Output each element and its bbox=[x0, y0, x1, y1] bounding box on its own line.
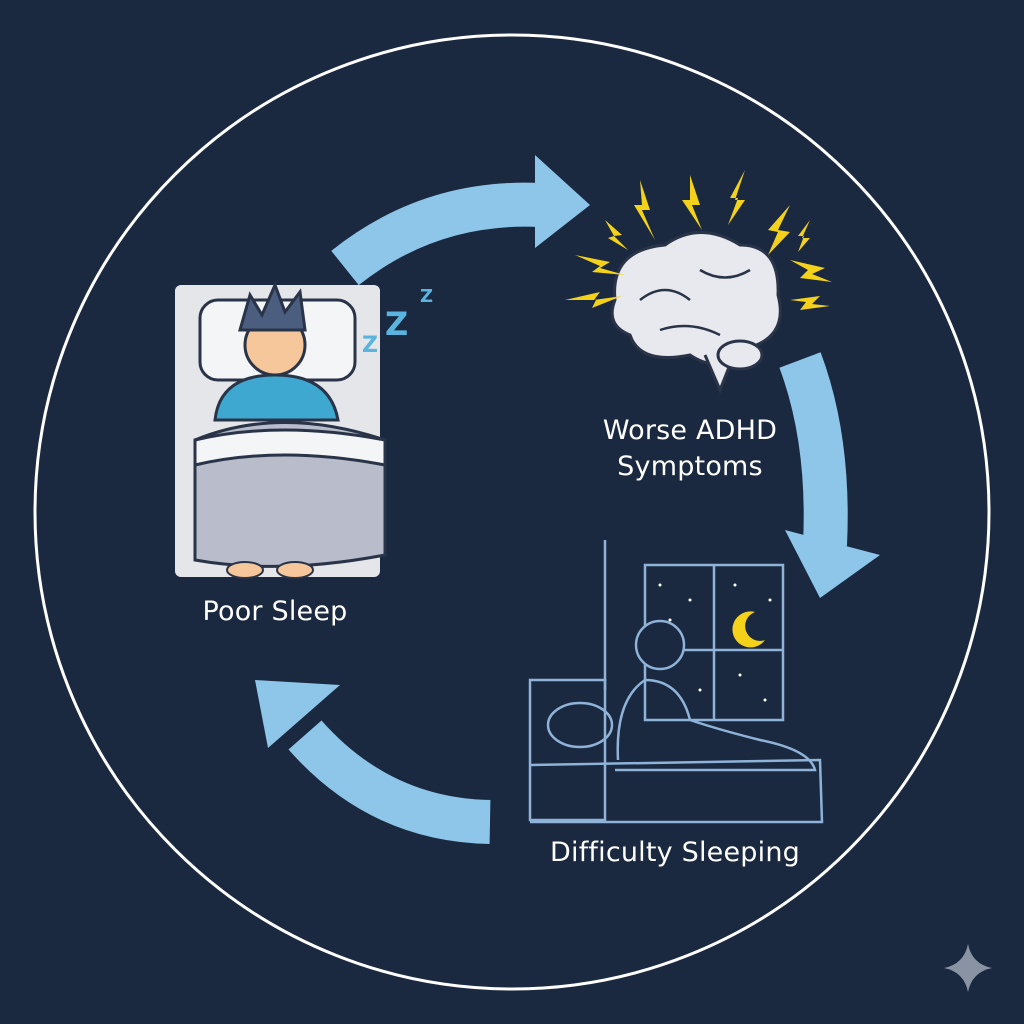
stars bbox=[658, 583, 772, 702]
sleeping-person-icon: Z Z Z bbox=[175, 280, 433, 579]
moon-icon bbox=[732, 611, 765, 648]
sleepless-person-icon bbox=[528, 540, 824, 824]
node-label-poor-sleep: Poor Sleep bbox=[202, 596, 348, 627]
svg-text:Z: Z bbox=[385, 305, 408, 343]
sparkle-icon bbox=[944, 944, 992, 992]
svg-text:Z: Z bbox=[362, 333, 378, 358]
cycle-circle bbox=[33, 33, 991, 991]
brain-icon bbox=[610, 231, 782, 394]
node-label-difficulty-sleeping: Difficulty Sleeping bbox=[550, 837, 800, 868]
node-label-worse-adhd-line2: Symptoms bbox=[617, 451, 763, 482]
arrow-difficulty-to-poor-sleep bbox=[255, 680, 491, 844]
arrow-poor-sleep-to-adhd bbox=[331, 155, 590, 286]
node-label-worse-adhd: Worse ADHD Symptoms bbox=[560, 413, 820, 485]
arrow-adhd-to-difficulty bbox=[779, 352, 880, 598]
lightning-icon bbox=[565, 170, 832, 310]
svg-text:Z: Z bbox=[420, 286, 433, 307]
node-label-worse-adhd-line1: Worse ADHD bbox=[602, 415, 778, 446]
